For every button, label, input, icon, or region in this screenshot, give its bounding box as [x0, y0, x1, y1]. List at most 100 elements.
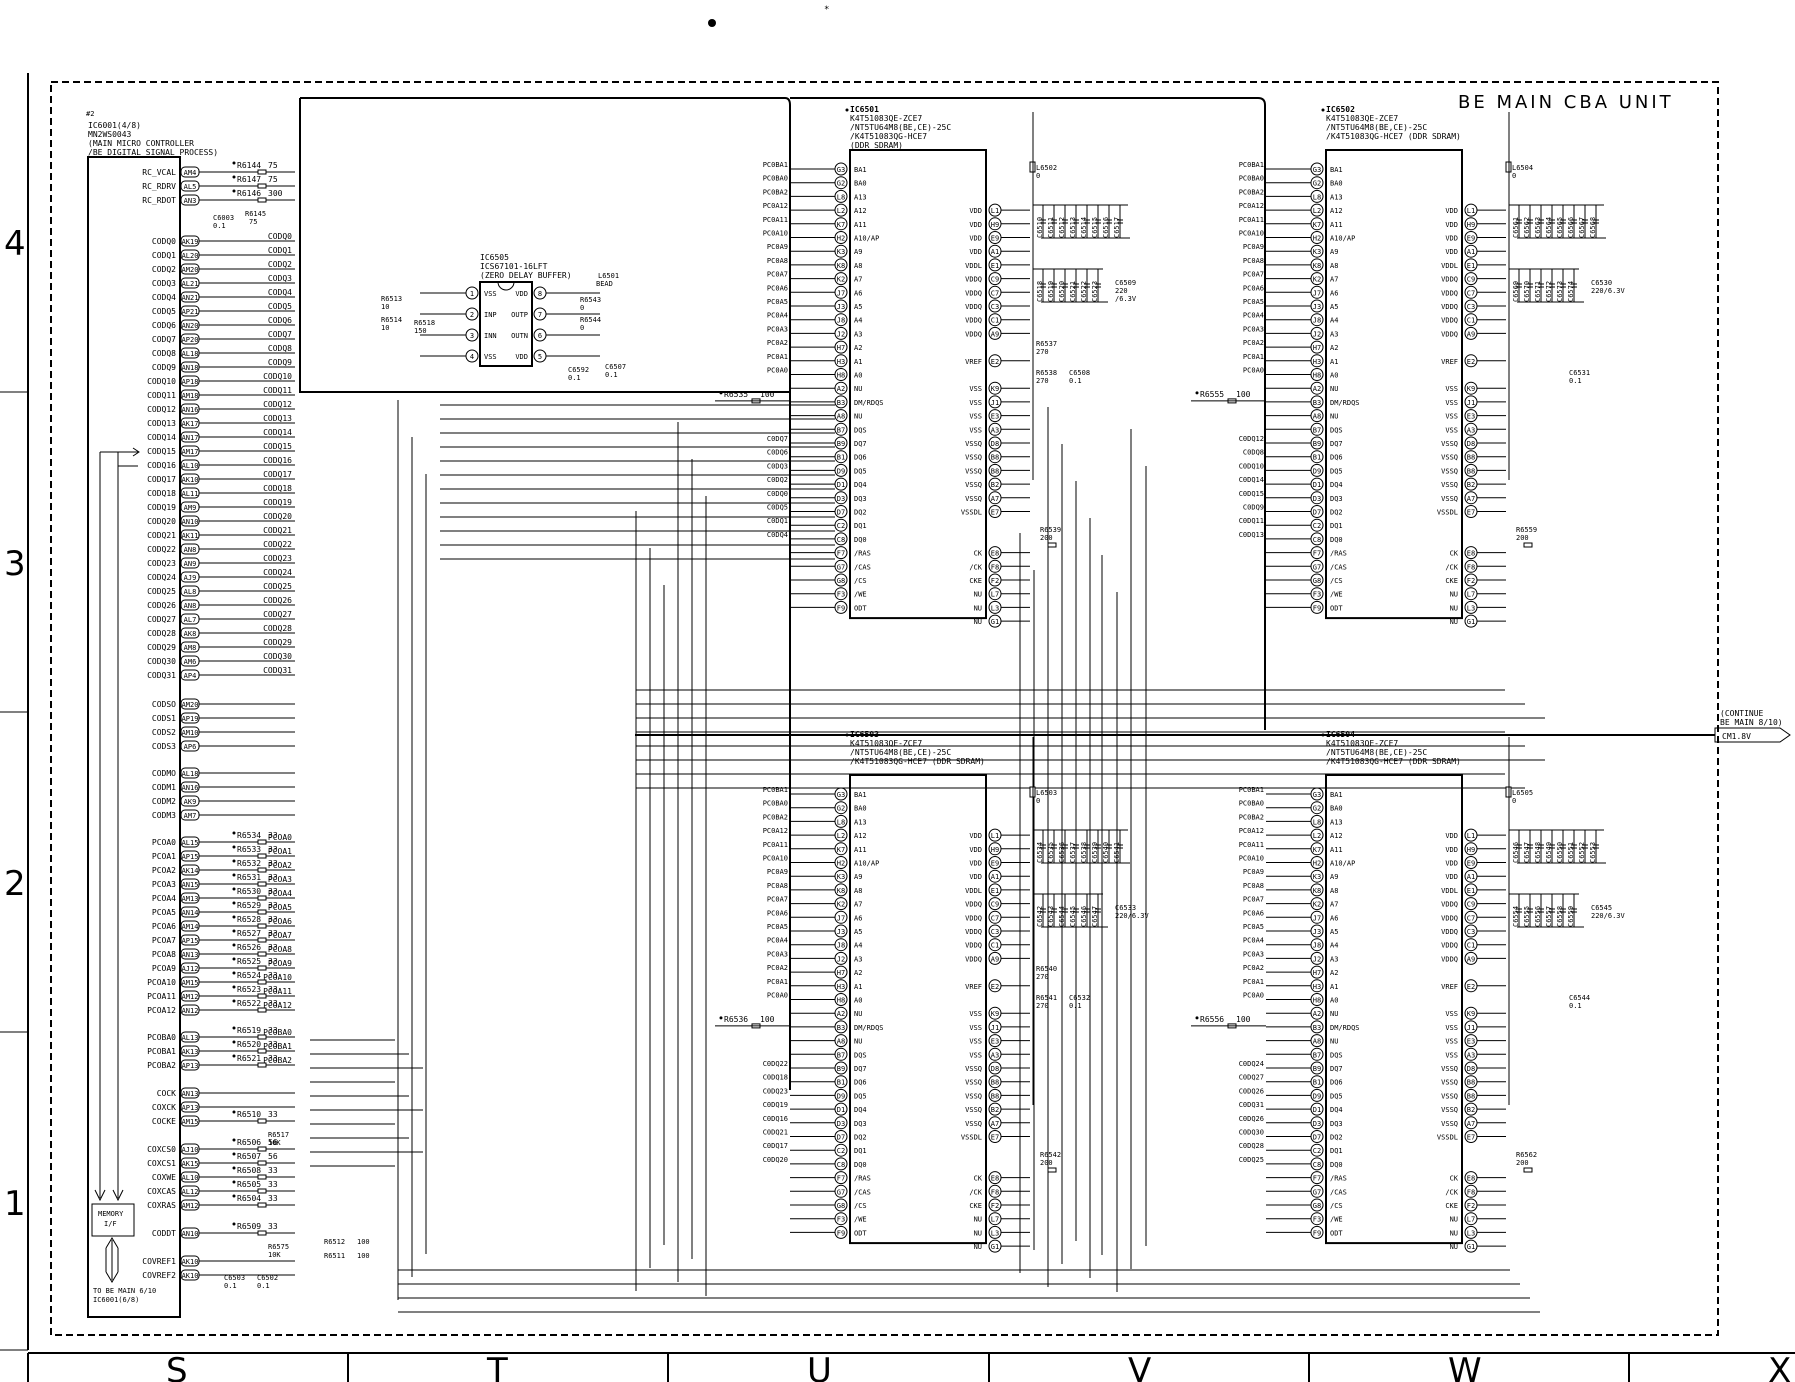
sdram-left-ball: G7	[837, 563, 845, 571]
sdram-addr-net: PC0BA0	[1239, 800, 1264, 808]
sdram-left-label: NU	[854, 1010, 862, 1018]
registration-dot	[708, 19, 716, 27]
controller-pin-ball-label: AM8	[184, 644, 197, 652]
inductor-value: 0	[1036, 797, 1040, 805]
sdram-right-label: VDDL	[965, 887, 982, 895]
sdram-left-ball: F3	[837, 591, 845, 599]
sdram-right-ball: E3	[1467, 1038, 1475, 1046]
sdram-left-ball: B1	[1313, 454, 1321, 462]
resistor-ref: R6508	[237, 1166, 261, 1175]
resistor-value: 33	[268, 929, 278, 938]
sdram-addr-net: PC0BA2	[763, 188, 788, 196]
sdram-left-label: /CS	[854, 1202, 867, 1210]
sdram-addr-net: PC0A4	[1243, 312, 1264, 320]
controller-pin-name: CODQ19	[147, 503, 176, 512]
part-label: R6543	[580, 296, 601, 304]
bulk-cap-value1: 220/6.3V	[1591, 287, 1626, 295]
resistor-ref: R6532	[237, 859, 261, 868]
sdram-right-label: VSS	[969, 1010, 982, 1018]
resistor-body	[257, 1188, 267, 1194]
controller-pin-name: CODM3	[152, 811, 176, 820]
part-label: 75	[249, 218, 257, 226]
net-label: CODQ9	[268, 358, 292, 367]
cap-ref: C6538	[1080, 842, 1088, 863]
net-label: CODQ21	[263, 526, 292, 535]
sdram-right-ball: B8	[991, 1092, 999, 1100]
sdram-left-ball: H3	[1313, 983, 1321, 991]
sdram-left-ball: L2	[837, 832, 845, 840]
sdram-right-ball: L3	[991, 604, 999, 612]
sdram-left-ball: B7	[837, 1051, 845, 1059]
sdram-addr-net: PC0BA1	[1239, 786, 1264, 794]
sdram-right-ball: E3	[991, 1038, 999, 1046]
sdram-left-ball: H3	[837, 983, 845, 991]
sdram-addr-net: PC0A9	[1243, 868, 1264, 876]
sdram-right-ball: K9	[1467, 1010, 1475, 1018]
sdram-right-ball: A9	[991, 955, 999, 963]
sdram-addr-net: PC0A7	[767, 271, 788, 279]
part-label: R6512	[324, 1238, 345, 1246]
sdram-right-ball: L3	[991, 1229, 999, 1237]
resistor-dot	[232, 943, 236, 947]
sdram-left-ball: H2	[837, 860, 845, 868]
sdram-addr-net: PC0A12	[1239, 827, 1264, 835]
resistor-dot	[232, 1026, 236, 1030]
controller-pin-name: CODM1	[152, 783, 176, 792]
controller-pin-ball-label: AM14	[182, 923, 199, 931]
sdram-left-label: A7	[854, 901, 862, 909]
net-label: CODQ26	[263, 596, 292, 605]
sdram-dq-net: C0DQ9	[1243, 504, 1264, 512]
controller-pin-name: CODQ10	[147, 377, 176, 386]
cap-ref: C6568	[1589, 217, 1597, 238]
sdram-left-ball: F7	[1313, 1175, 1321, 1183]
sdram-addr-net: PC0A0	[767, 992, 788, 1000]
controller-pin-ball-label: AL13	[182, 1034, 199, 1042]
sdram-left-label: BA1	[854, 791, 867, 799]
sdram-right-ball: H9	[1467, 221, 1475, 229]
sdram-left-label: /RAS	[1330, 550, 1347, 558]
buffer-pin-number: 7	[538, 311, 542, 319]
sdram-left-label: NU	[854, 1038, 862, 1046]
sdram-dq-net: C0DQ22	[763, 1060, 788, 1068]
controller-pin-ball-label: AM17	[182, 448, 199, 456]
part-label: R6511	[324, 1252, 345, 1260]
column-label: U	[807, 1351, 832, 1382]
controller-pin-name: CODQ0	[152, 237, 176, 246]
controller-pin-ball-label: AK10	[182, 1258, 199, 1266]
sdram-right-label: VDDQ	[1441, 317, 1458, 325]
cap-ref: C6571	[1534, 281, 1542, 302]
sdram-addr-net: PC0A2	[767, 339, 788, 347]
sdram-left-ball: L2	[1313, 207, 1321, 215]
inductor-value: 0	[1512, 797, 1516, 805]
sdram-left-label: A4	[854, 942, 862, 950]
sdram-left-ball: K3	[837, 873, 845, 881]
row-label: 1	[4, 1184, 26, 1224]
net-label: PCOA2	[268, 861, 292, 870]
sdram-left-label: DQS	[1330, 1051, 1343, 1059]
sdram-right-label: VDD	[969, 860, 982, 868]
resistor-body	[257, 183, 267, 189]
sdram-right-label: VDDQ	[965, 901, 982, 909]
resistor-body	[257, 1146, 267, 1152]
sdram-left-ball: D7	[837, 1134, 845, 1142]
sdram-right-label: VDDQ	[1441, 942, 1458, 950]
sdram-dq-net: C0DQ25	[1239, 1156, 1264, 1164]
controller-pin-ball-label: AN16	[182, 406, 199, 414]
cap-ref: C6562	[1523, 217, 1531, 238]
controller-pin-ball-label: AM20	[182, 701, 199, 709]
cap-ref: C6537	[1069, 842, 1077, 863]
sdram-dq-net: C0DQ28	[1239, 1142, 1264, 1150]
sdram-left-label: DQS	[854, 426, 867, 434]
sdram-right-label: VDD	[1445, 235, 1458, 243]
controller-pin-name: PCOA10	[147, 978, 176, 987]
sdram-left-ball: A2	[1313, 385, 1321, 393]
part-label: BEAD	[596, 280, 613, 288]
controller-pin-ball-label: AM9	[184, 504, 197, 512]
sdram-left-label: DQ0	[1330, 536, 1343, 544]
sdram-right-label: VDDQ	[1441, 955, 1458, 963]
sdram-right-label: VDDQ	[1441, 901, 1458, 909]
sdram-dq-net: C0DQ15	[1239, 490, 1264, 498]
controller-net-labels: CODQ0CODQ1CODQ2CODQ3CODQ4CODQ5CODQ6CODQ7…	[263, 232, 292, 1065]
resistor-dot	[232, 915, 236, 919]
sdram-right-label: /CK	[969, 563, 982, 571]
